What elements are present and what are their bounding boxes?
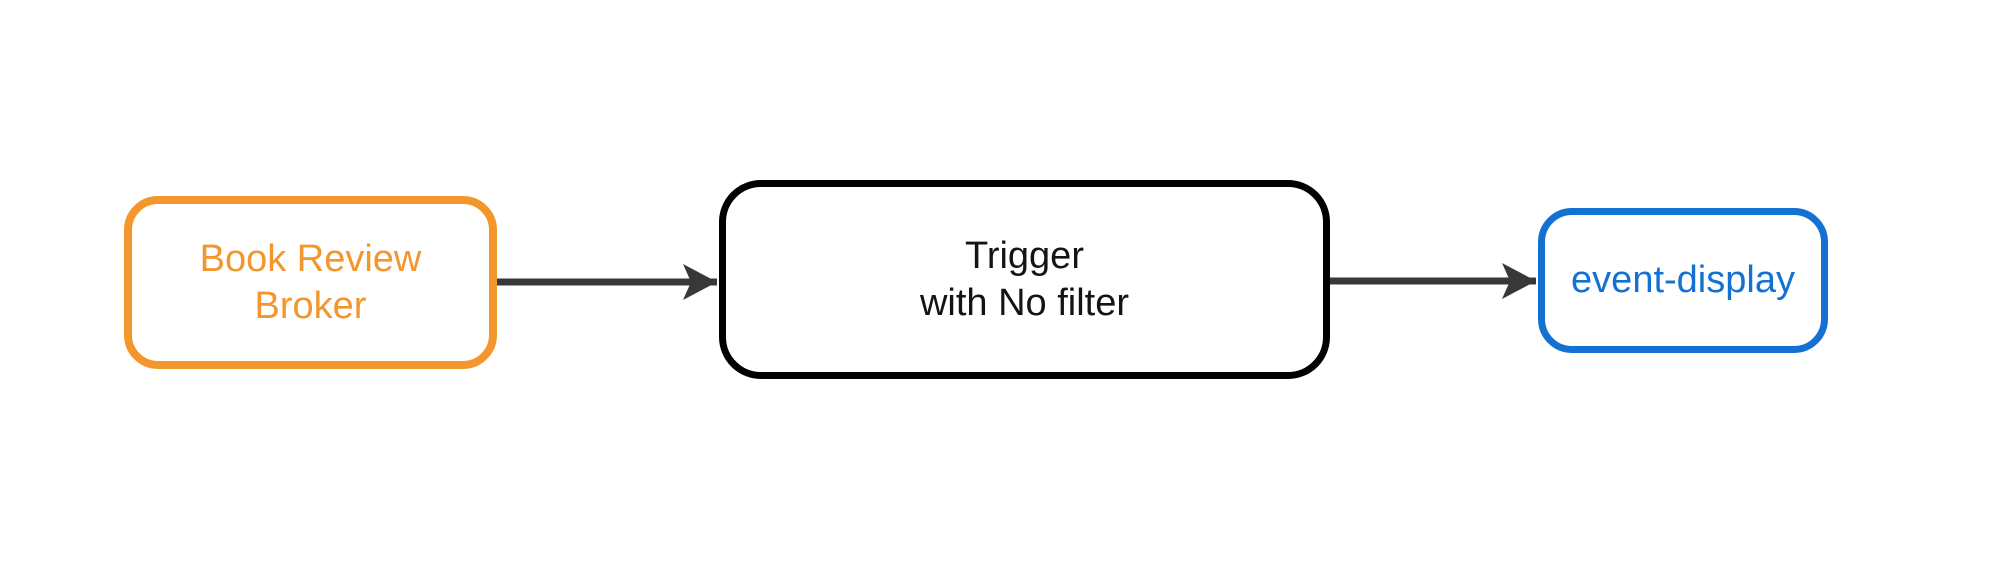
node-event-display: event-display: [1538, 208, 1828, 353]
node-label-line: Book Review: [199, 237, 422, 280]
node-label-line: Broker: [254, 284, 367, 327]
node-book-review-broker: Book Review Broker: [124, 196, 497, 369]
node-label-line: event-display: [1571, 259, 1795, 301]
node-trigger-with-no-filter: Trigger with No filter: [719, 180, 1330, 379]
node-label-line: with No filter: [919, 281, 1130, 324]
node-label-line: Trigger: [965, 234, 1084, 277]
